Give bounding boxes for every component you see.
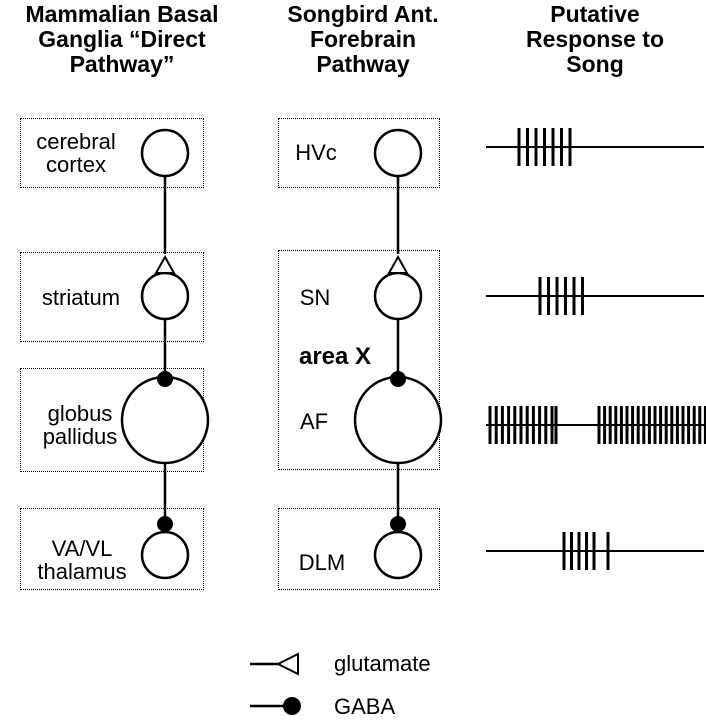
- neuron-thalamus: [140, 530, 190, 580]
- box-cerebral-cortex: [20, 118, 204, 188]
- label-area-x: area X: [298, 343, 372, 370]
- box-area-x: [278, 250, 440, 470]
- neuron-globus-pallidus: [120, 375, 210, 465]
- neuron-dlm: [373, 530, 423, 580]
- label-hvc: HVc: [295, 140, 337, 165]
- legend-gaba-icon: [283, 697, 301, 715]
- header-mammalian: Mammalian Basal Ganglia “Direct Pathway”: [8, 2, 236, 77]
- legend-gaba-label: GABA: [334, 694, 396, 719]
- label-sn: SN: [299, 285, 331, 310]
- box-hvc: [278, 118, 440, 188]
- neuron-striatum: [140, 271, 190, 321]
- gaba-synapse-songbird-2: [390, 516, 406, 532]
- label-cerebral-cortex: cerebral cortex: [36, 129, 116, 177]
- header-response-text: Putative Response to Song: [525, 1, 665, 77]
- gaba-synapse-songbird-1: [390, 371, 406, 387]
- gaba-synapse-mammalian-1: [157, 371, 173, 387]
- neuron-af: [353, 375, 443, 465]
- legend-glutamate-icon: [275, 652, 299, 676]
- legend-glutamate-label: glutamate: [334, 651, 431, 676]
- glutamate-synapse-songbird: [387, 254, 409, 274]
- box-thalamus: [20, 508, 204, 590]
- gaba-synapse-mammalian-2: [157, 516, 173, 532]
- label-globus-pallidus: globus pallidus: [42, 401, 118, 449]
- label-af: AF: [299, 409, 329, 434]
- label-striatum: striatum: [41, 285, 121, 310]
- label-thalamus: VA/VL thalamus: [37, 536, 127, 584]
- box-dlm: [278, 508, 440, 590]
- neuron-hvc: [373, 128, 423, 178]
- neuron-sn: [373, 271, 423, 321]
- header-response: Putative Response to Song: [520, 2, 670, 77]
- header-mammalian-text: Mammalian Basal Ganglia “Direct Pathway”: [25, 1, 219, 77]
- label-dlm: DLM: [298, 550, 346, 575]
- box-striatum: [20, 252, 204, 342]
- glutamate-synapse-mammalian: [154, 254, 176, 274]
- neuron-cerebral-cortex: [140, 128, 190, 178]
- header-songbird-text: Songbird Ant. Forebrain Pathway: [287, 1, 439, 77]
- header-songbird: Songbird Ant. Forebrain Pathway: [268, 2, 458, 77]
